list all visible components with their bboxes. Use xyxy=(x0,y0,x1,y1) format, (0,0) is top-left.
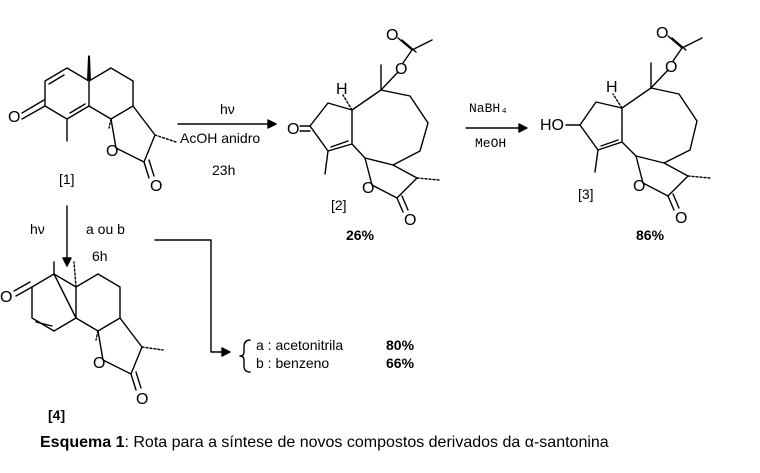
arrow-1-below-1: AcOH anidro xyxy=(180,130,260,146)
arrow-2 xyxy=(465,123,528,133)
conditions-brace xyxy=(239,339,251,373)
compound-1-wedge xyxy=(87,56,91,81)
arrow-3-right-1: a ou b xyxy=(86,221,125,237)
compound-4-structure xyxy=(13,261,164,391)
compound-4-o-ring: O xyxy=(93,355,105,372)
condition-a-text: a : acetonitrila xyxy=(256,337,343,353)
compound-4-o-ketone: O xyxy=(0,289,12,306)
compound-4-label: [4] xyxy=(48,407,65,423)
compound-2-o-ester: O xyxy=(395,61,407,78)
arrow-3-left: hν xyxy=(30,221,45,237)
compound-3-structure xyxy=(565,35,711,211)
compound-2-o-acyl: O xyxy=(386,27,398,44)
compound-2-o-carbonyl: O xyxy=(404,212,416,229)
arrow-3 xyxy=(62,205,72,267)
compound-3-o-ester: O xyxy=(665,59,677,76)
compound-1-o-ketone: O xyxy=(8,109,20,126)
compound-2-structure xyxy=(299,37,440,213)
compound-1-label: [1] xyxy=(59,171,75,187)
compound-2-h: H xyxy=(336,81,348,98)
arrow-1 xyxy=(177,119,277,129)
connector-arrow xyxy=(154,239,231,357)
arrow-2-above: NaBH₄ xyxy=(469,101,508,116)
compound-2-o-ketone: O xyxy=(287,121,299,138)
compound-3-ho: HO xyxy=(540,117,564,134)
compound-3-label: [3] xyxy=(578,186,594,202)
compound-1-o-ring: O xyxy=(106,143,118,160)
compound-3-h: H xyxy=(606,79,618,96)
compound-2-yield: 26% xyxy=(346,227,375,243)
arrow-2-below: MeOH xyxy=(475,136,506,151)
compound-3-o-ring: O xyxy=(633,178,645,195)
compound-3-o-acyl: O xyxy=(656,25,668,42)
compound-2-label: [2] xyxy=(331,197,347,213)
condition-a-yield: 80% xyxy=(386,337,415,353)
arrow-1-above: hν xyxy=(220,101,235,117)
condition-b-yield: 66% xyxy=(386,355,415,371)
compound-4-o-carbonyl: O xyxy=(136,391,148,408)
arrow-3-right-2: 6h xyxy=(92,248,108,264)
caption-title: Esquema 1 xyxy=(40,434,125,451)
compound-1-o-carbonyl: O xyxy=(150,178,162,195)
caption-text: : Rota para a síntese de novos compostos… xyxy=(124,434,609,451)
arrow-1-below-2: 23h xyxy=(212,162,235,178)
compound-3-o-carbonyl: O xyxy=(675,210,687,227)
compound-1-structure xyxy=(21,55,177,179)
compound-2-o-ring: O xyxy=(362,180,374,197)
condition-b-text: b : benzeno xyxy=(256,355,329,371)
scheme-caption: Esquema 1: Rota para a síntese de novos … xyxy=(40,434,760,452)
compound-3-yield: 86% xyxy=(636,227,665,243)
